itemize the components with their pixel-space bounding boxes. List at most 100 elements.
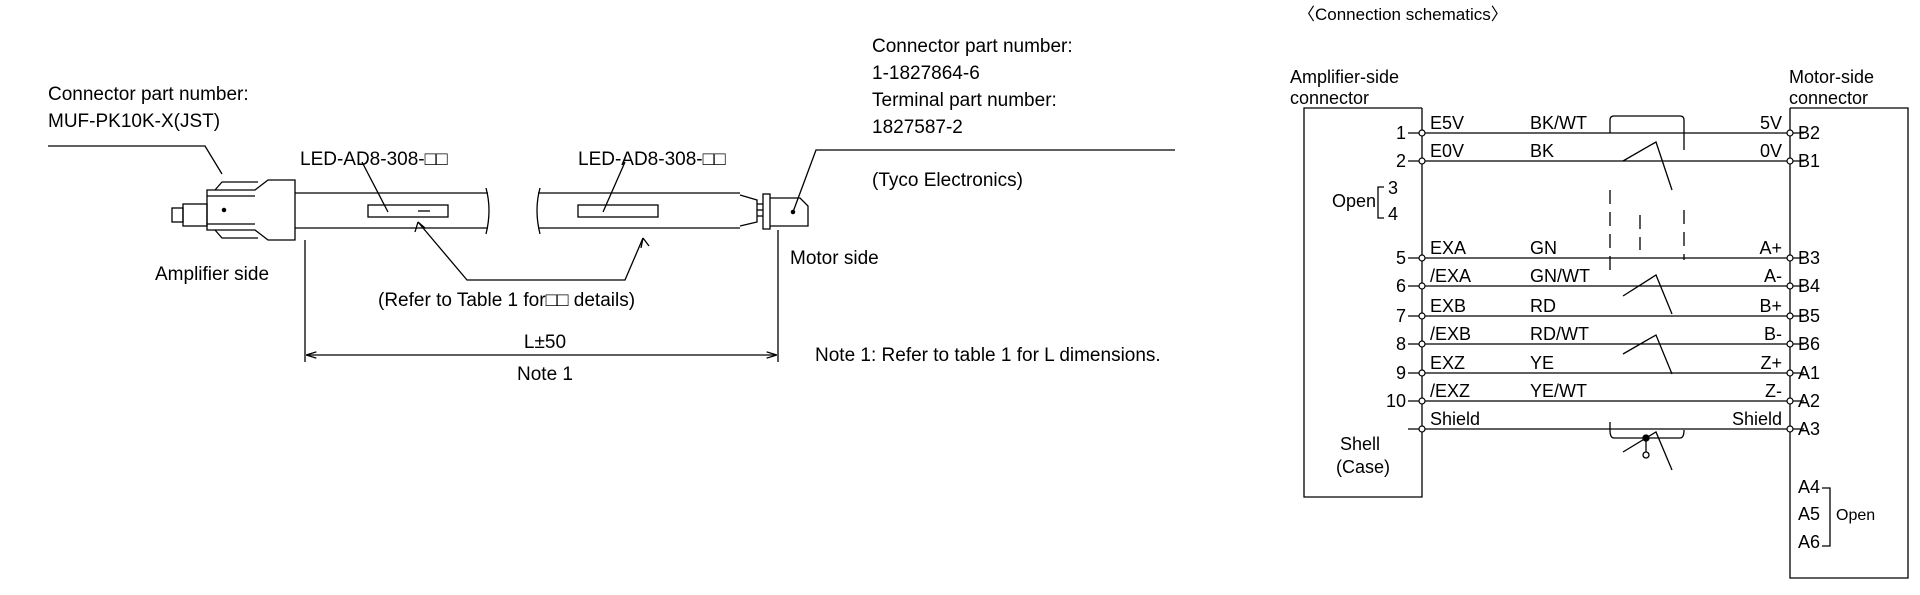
- amp-signal-name: E5V: [1430, 113, 1464, 133]
- wire-color-code: YE/WT: [1530, 381, 1587, 401]
- cable-drawing: [48, 145, 1175, 362]
- motor-header-line1: Motor-side: [1789, 67, 1874, 87]
- motor-terminal: [1786, 340, 1794, 348]
- motor-connector-box: [1789, 107, 1909, 579]
- amp-connector-box: [1303, 107, 1423, 498]
- pin-4: 4: [1388, 204, 1398, 224]
- length-note: Note 1: [517, 364, 573, 385]
- motor-signal-name: Z-: [1765, 381, 1782, 401]
- motor-terminal: [1786, 157, 1794, 165]
- wire-group: 1 E5V BK/WT 5V B2 2 E0V BK 0V B1 5 EXA GN A+ B3 6/EXA GN…: [1386, 113, 1820, 439]
- motor-pin-number: A2: [1798, 391, 1820, 411]
- motor-side-label: Motor side: [790, 248, 879, 269]
- open-bracket-right: Open A4 A5 A6: [1798, 477, 1875, 552]
- open-left-label: Open: [1332, 191, 1376, 211]
- amp-pin-number: 5: [1396, 248, 1406, 268]
- motor-pin-number: B3: [1798, 248, 1820, 268]
- terminal-part: 1827587-2: [872, 117, 963, 138]
- shell-label-line2: (Case): [1336, 457, 1390, 477]
- motor-pin-number: B4: [1798, 276, 1820, 296]
- amp-header-line2: connector: [1290, 88, 1369, 108]
- motor-signal-name: 0V: [1760, 141, 1782, 161]
- shield-motor-pin: A3: [1798, 419, 1820, 439]
- amp-signal-name: /EXZ: [1430, 381, 1470, 401]
- open-right-label: Open: [1836, 507, 1875, 524]
- cable-left-segment: [295, 187, 490, 235]
- pin-a4: A4: [1798, 477, 1820, 497]
- amp-signal-name: E0V: [1430, 141, 1464, 161]
- amp-terminal: [1418, 129, 1426, 137]
- cable-code-right-leader: [602, 161, 626, 213]
- motor-pin-number: B2: [1798, 123, 1820, 143]
- twisted-pair-marks: [1609, 115, 1685, 471]
- amp-terminal: [1418, 397, 1426, 405]
- motor-header-line2: connector: [1789, 88, 1868, 108]
- amp-terminal: [1418, 157, 1426, 165]
- amp-terminal: [1418, 282, 1426, 290]
- motor-pin-number: B6: [1798, 334, 1820, 354]
- motor-signal-name: A-: [1764, 266, 1782, 286]
- amplifier-connector: [171, 179, 296, 241]
- amp-pin-number: 1: [1396, 123, 1406, 143]
- amp-terminal: [1418, 254, 1426, 262]
- shield-left-label: Shield: [1430, 409, 1480, 429]
- wire-color-code: RD/WT: [1530, 324, 1589, 344]
- motor-connector: [762, 193, 809, 230]
- motor-pin-number: B1: [1798, 151, 1820, 171]
- amp-pin-number: 7: [1396, 306, 1406, 326]
- amp-pin-number: 10: [1386, 391, 1406, 411]
- motor-terminal: [1786, 312, 1794, 320]
- amplifier-side-label: Amplifier side: [155, 264, 269, 285]
- shield-motor-terminal: [1786, 425, 1794, 433]
- amp-pin-number: 6: [1396, 276, 1406, 296]
- connection-schematic: 〈Connection schematics〉 Amplifier-side c…: [1290, 5, 1909, 579]
- amp-terminal: [1418, 312, 1426, 320]
- motor-terminal: [1786, 254, 1794, 262]
- pin-a5: A5: [1798, 504, 1820, 524]
- motor-signal-name: A+: [1759, 238, 1782, 258]
- wire-color-code: BK/WT: [1530, 113, 1587, 133]
- note1-text: Note 1: Refer to table 1 for L dimension…: [815, 345, 1161, 366]
- cable-code-left-leader: [361, 161, 389, 213]
- wire-color-code: YE: [1530, 353, 1554, 373]
- amp-terminal: [1418, 340, 1426, 348]
- amp-connector-label: Connector part number:: [48, 84, 249, 105]
- wire-color-code: GN/WT: [1530, 266, 1590, 286]
- amp-header-line1: Amplifier-side: [1290, 67, 1399, 87]
- amp-signal-name: EXZ: [1430, 353, 1465, 373]
- motor-connector-leader: [792, 149, 1175, 213]
- pin-3: 3: [1388, 178, 1398, 198]
- cable-code-left: LED-AD8-308-□□: [300, 149, 448, 170]
- cable-labels: Connector part number: MUF-PK10K-X(JST) …: [48, 36, 1161, 385]
- cable-code-right: LED-AD8-308-□□: [578, 149, 726, 170]
- shell-label-line1: Shell: [1340, 434, 1380, 454]
- wire-color-code: BK: [1530, 141, 1554, 161]
- terminal-label: Terminal part number:: [872, 90, 1057, 111]
- motor-terminal: [1786, 282, 1794, 290]
- motor-signal-name: 5V: [1760, 113, 1782, 133]
- amp-signal-name: EXB: [1430, 296, 1466, 316]
- motor-signal-name: B-: [1764, 324, 1782, 344]
- wire-color-code: RD: [1530, 296, 1556, 316]
- amp-connector-part: MUF-PK10K-X(JST): [48, 111, 220, 132]
- open-bracket-left: Open 3 4: [1332, 178, 1398, 224]
- motor-pin-number: B5: [1798, 306, 1820, 326]
- amp-pin-number: 2: [1396, 151, 1406, 171]
- motor-signal-name: B+: [1759, 296, 1782, 316]
- amp-pin-number: 8: [1396, 334, 1406, 354]
- cable-right-segment: [536, 187, 763, 235]
- motor-pin-number: A1: [1798, 363, 1820, 383]
- motor-signal-name: Z+: [1760, 353, 1782, 373]
- shield-right-label: Shield: [1732, 409, 1782, 429]
- refer-note-leader: [417, 221, 644, 281]
- wire-color-code: GN: [1530, 238, 1557, 258]
- amp-signal-name: EXA: [1430, 238, 1466, 258]
- amp-signal-name: /EXA: [1430, 266, 1471, 286]
- motor-terminal: [1786, 129, 1794, 137]
- schematic-title: 〈Connection schematics〉: [1298, 5, 1508, 24]
- motor-connector-part: 1-1827864-6: [872, 63, 980, 84]
- manufacturer-label: (Tyco Electronics): [872, 170, 1023, 191]
- motor-connector-label: Connector part number:: [872, 36, 1073, 57]
- motor-terminal: [1786, 397, 1794, 405]
